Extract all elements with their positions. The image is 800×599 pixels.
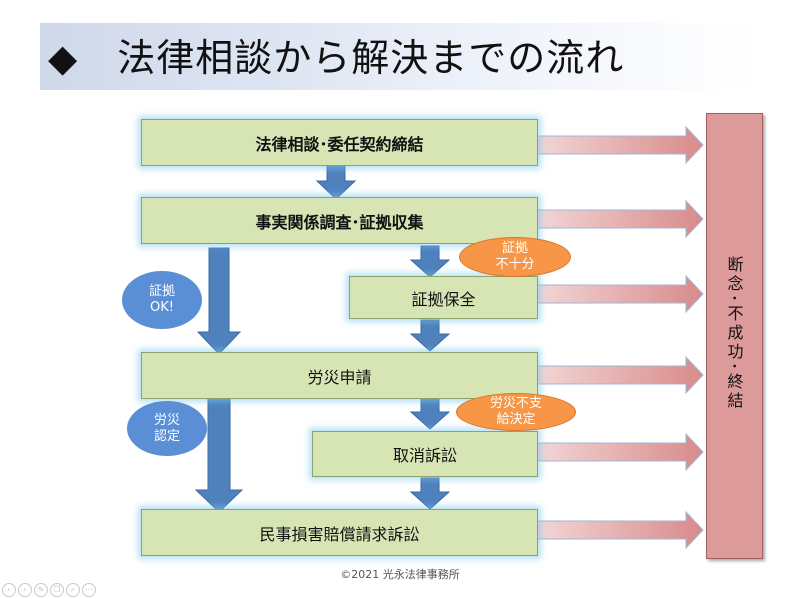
down-arrow-investigate-to-apply <box>196 247 242 355</box>
bubble-denied: 労災不支 給決定 <box>456 393 576 431</box>
slide-nav-toolbar: ‹ › ✎ ❐ ⌕ ⋯ <box>2 583 96 597</box>
down-arrow-apply-to-revoke <box>409 397 451 430</box>
right-arrow-consult <box>536 125 704 165</box>
bubble-denied-line2: 給決定 <box>496 412 536 427</box>
down-arrow-apply-to-civil <box>194 397 244 513</box>
step-investigate: 事実関係調査･証拠収集 <box>141 197 538 244</box>
bubble-evidence-short-line2: 不十分 <box>495 257 535 272</box>
step-civil: 民事損害賠償請求訴訟 <box>141 509 538 556</box>
zoom-icon[interactable]: ⌕ <box>66 583 80 597</box>
page-title: ◆ 法律相談から解決までの流れ <box>48 36 625 80</box>
step-apply-label: 労災申請 <box>307 367 372 387</box>
end-box-label: 断念･不成功･終結 <box>724 256 744 412</box>
bubble-certified: 労災 認定 <box>127 401 207 456</box>
step-apply: 労災申請 <box>141 352 538 399</box>
copy-icon[interactable]: ❐ <box>50 583 64 597</box>
step-revoke: 取消訴訟 <box>312 431 538 477</box>
right-arrow-revoke <box>536 432 704 472</box>
step-civil-label: 民事損害賠償請求訴訟 <box>259 524 420 544</box>
menu-icon[interactable]: ⋯ <box>82 583 96 597</box>
bubble-evidence-ok-line1: 証拠 <box>148 284 175 299</box>
right-arrow-investigate <box>536 199 704 239</box>
step-preserve: 証拠保全 <box>349 276 538 319</box>
down-arrow-consult-to-investigate <box>315 165 357 200</box>
right-arrow-preserve <box>536 274 704 314</box>
bubble-denied-line1: 労災不支 <box>489 396 542 411</box>
step-consult-label: 法律相談･委任契約締結 <box>255 134 424 154</box>
bubble-evidence-short: 証拠 不十分 <box>459 237 571 277</box>
pen-icon[interactable]: ✎ <box>34 583 48 597</box>
step-consult: 法律相談･委任契約締結 <box>141 119 538 166</box>
title-banner <box>40 23 756 90</box>
bubble-evidence-short-line1: 証拠 <box>501 241 528 256</box>
right-arrow-civil <box>536 510 704 550</box>
bubble-certified-line1: 労災 <box>153 412 180 428</box>
end-box <box>706 113 763 559</box>
bubble-evidence-ok-line2: OK! <box>150 300 174 315</box>
step-investigate-label: 事実関係調査･証拠収集 <box>255 212 424 232</box>
bubble-certified-line2: 認定 <box>153 428 180 444</box>
down-arrow-revoke-to-civil <box>409 477 451 510</box>
step-revoke-label: 取消訴訟 <box>392 446 457 465</box>
down-arrow-investigate-to-preserve <box>409 245 451 278</box>
forward-icon[interactable]: › <box>18 583 32 597</box>
back-icon[interactable]: ‹ <box>2 583 16 597</box>
bubble-evidence-ok: 証拠 OK! <box>122 271 202 329</box>
down-arrow-preserve-to-apply <box>409 319 451 352</box>
right-arrow-apply <box>536 355 704 395</box>
copyright-notice: ©2021 光永法律事務所 <box>340 568 460 581</box>
step-preserve-label: 証拠保全 <box>411 289 476 309</box>
